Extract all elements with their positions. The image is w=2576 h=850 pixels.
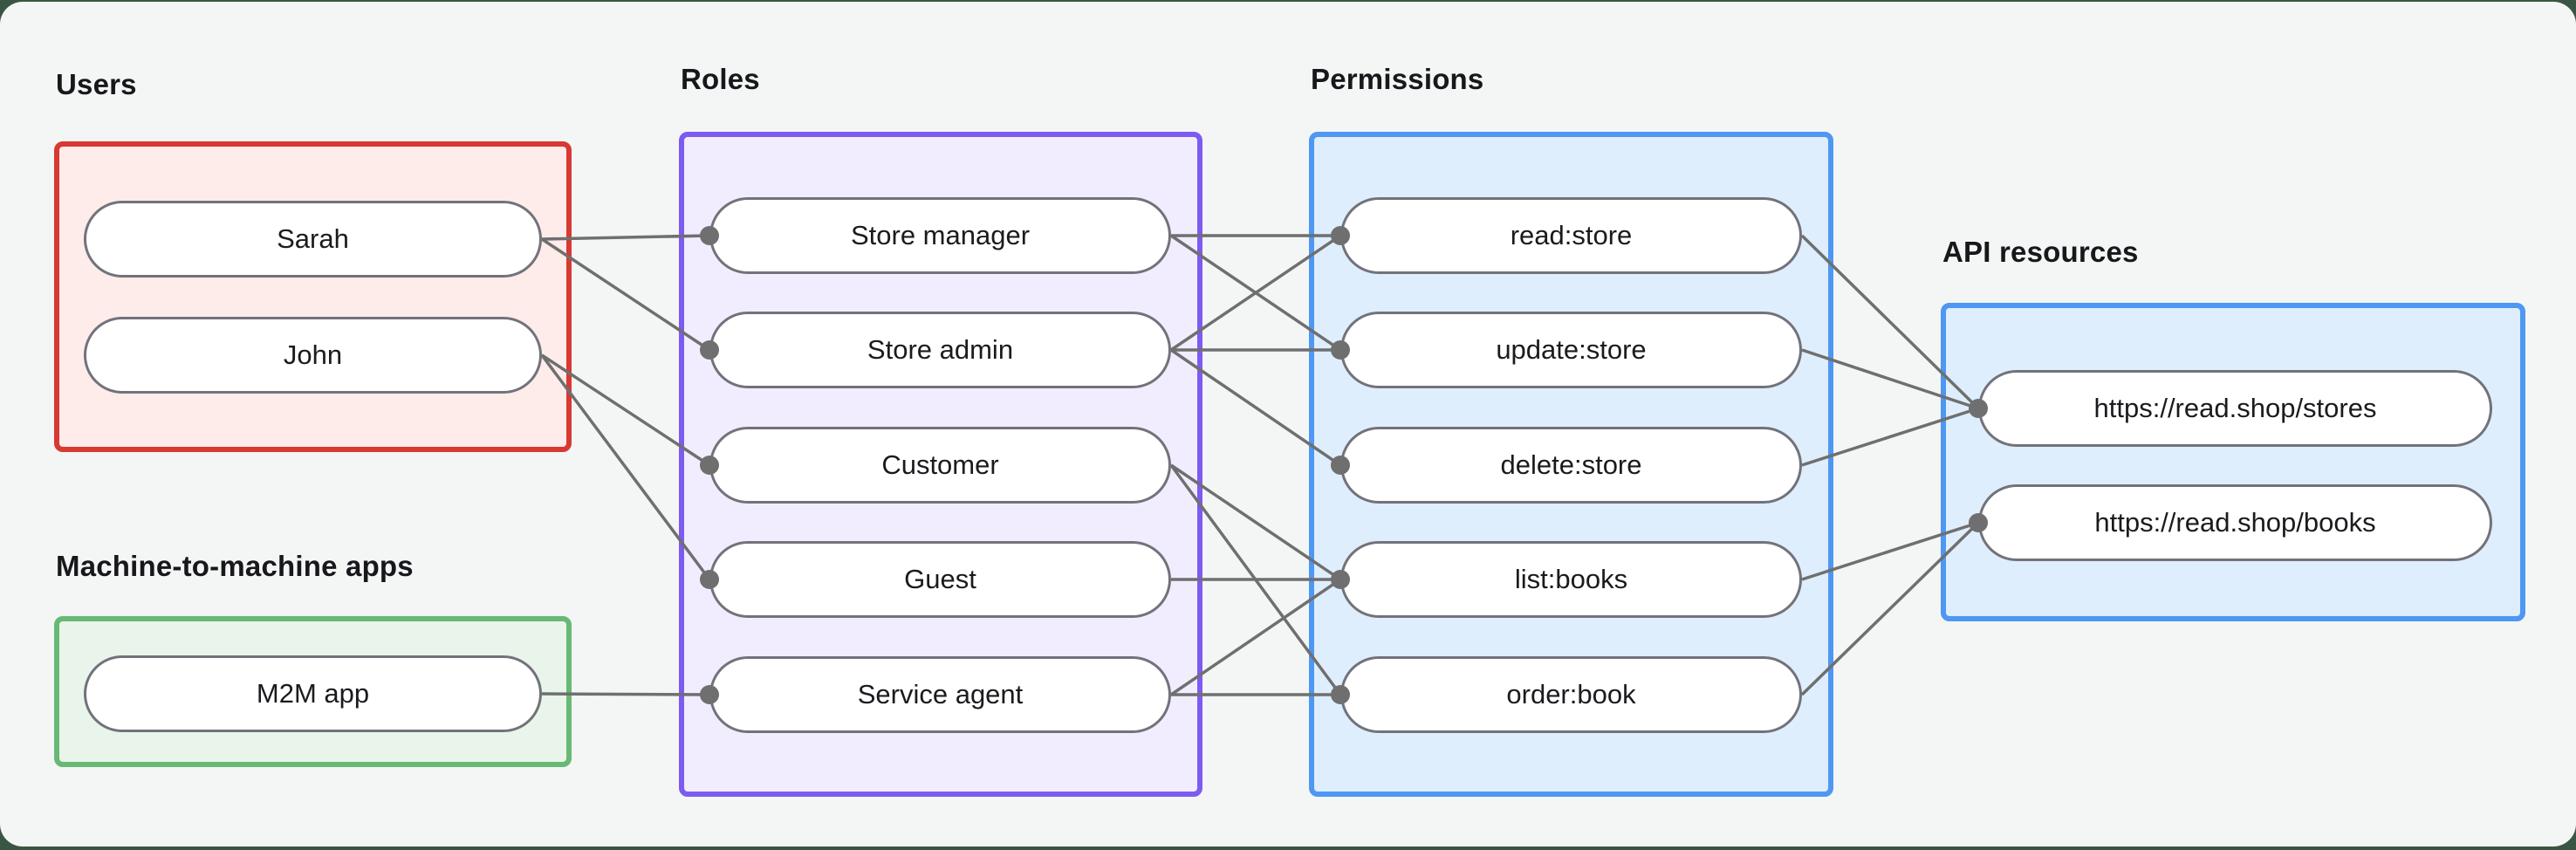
node-label-order-book: order:book — [1506, 679, 1636, 709]
node-label-sarah: Sarah — [277, 223, 349, 254]
node-sarah: Sarah — [84, 201, 542, 278]
group-box-users — [54, 141, 572, 452]
node-service-agent: Service agent — [709, 656, 1171, 733]
group-box-api — [1941, 303, 2525, 621]
group-label-users: Users — [56, 68, 137, 100]
node-label-store-admin: Store admin — [867, 334, 1014, 365]
node-read-store: read:store — [1340, 197, 1802, 274]
node-label-read-store: read:store — [1510, 220, 1633, 250]
node-label-john: John — [283, 339, 343, 370]
node-books: https://read.shop/books — [1978, 484, 2492, 561]
node-label-stores: https://read.shop/stores — [2093, 393, 2377, 423]
node-label-delete-store: delete:store — [1500, 449, 1642, 480]
node-label-service-agent: Service agent — [857, 679, 1024, 709]
node-store-admin: Store admin — [709, 312, 1171, 388]
group-label-permissions: Permissions — [1311, 63, 1484, 95]
node-label-guest: Guest — [904, 564, 976, 594]
node-m2m-app: M2M app — [84, 655, 542, 732]
node-label-customer: Customer — [881, 449, 999, 480]
node-label-list-books: list:books — [1514, 564, 1628, 594]
node-stores: https://read.shop/stores — [1978, 370, 2492, 447]
node-guest: Guest — [709, 541, 1171, 618]
node-customer: Customer — [709, 427, 1171, 504]
node-label-store-manager: Store manager — [850, 220, 1031, 250]
node-update-store: update:store — [1340, 312, 1802, 388]
node-list-books: list:books — [1340, 541, 1802, 618]
group-label-m2m: Machine-to-machine apps — [56, 550, 414, 582]
node-order-book: order:book — [1340, 656, 1802, 733]
node-label-update-store: update:store — [1496, 334, 1647, 365]
node-store-manager: Store manager — [709, 197, 1171, 274]
group-label-roles: Roles — [681, 63, 760, 95]
node-delete-store: delete:store — [1340, 427, 1802, 504]
node-john: John — [84, 317, 542, 394]
node-label-m2m-app: M2M app — [256, 678, 370, 709]
node-label-books: https://read.shop/books — [2094, 507, 2376, 538]
